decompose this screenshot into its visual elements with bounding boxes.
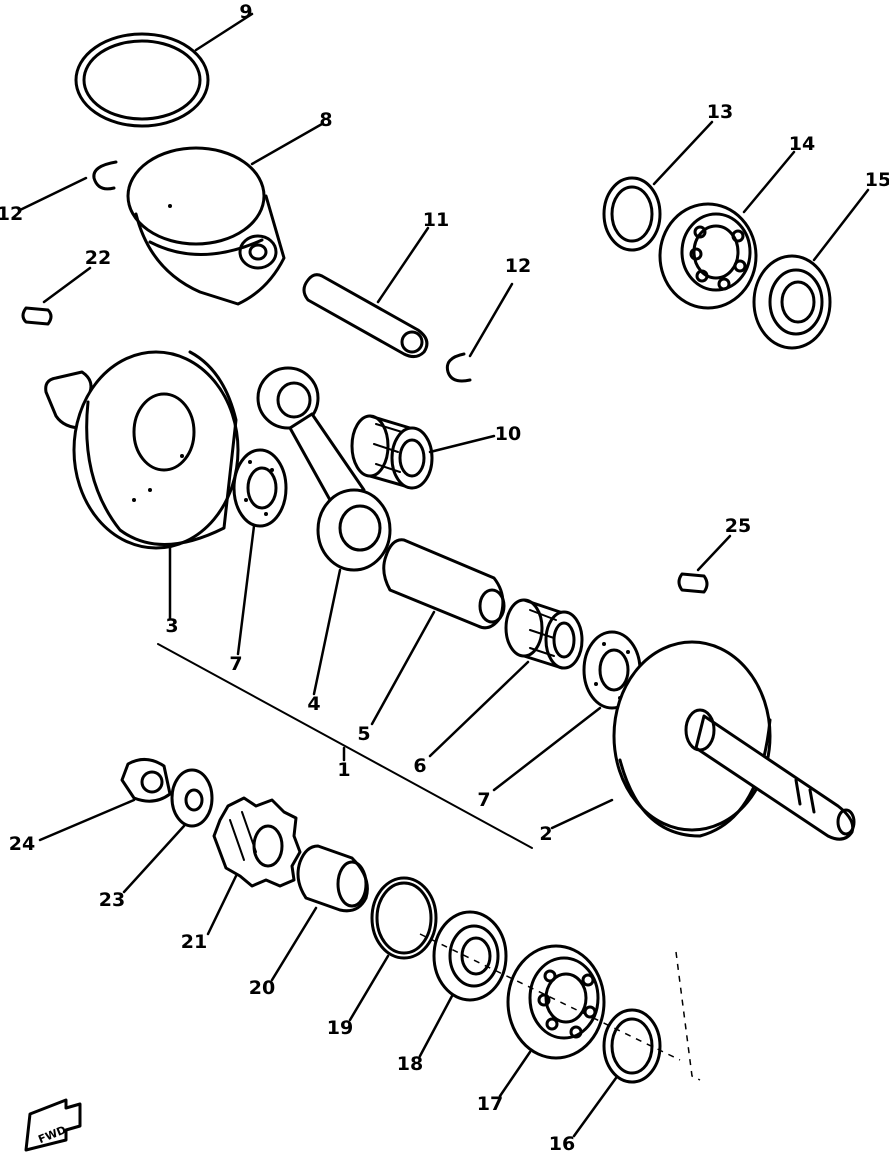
leader-13	[652, 120, 714, 186]
axis-line	[419, 933, 681, 1061]
callout-c3: 3	[165, 615, 178, 637]
crank-pin-part	[382, 538, 506, 630]
leader-16	[572, 1076, 618, 1138]
callout-c1: 1	[337, 759, 350, 781]
callout-c24: 24	[9, 833, 35, 855]
main-bearing-right-part	[658, 202, 758, 310]
callout-c12b: 12	[505, 255, 531, 277]
crank-wheel-right-part	[612, 640, 856, 841]
callout-c23: 23	[99, 889, 125, 911]
callout-c4: 4	[307, 693, 320, 715]
callout-c17: 17	[477, 1093, 503, 1115]
leader-19	[348, 954, 390, 1022]
case-outline	[675, 951, 701, 1081]
callout-c22: 22	[85, 247, 111, 269]
callout-c15: 15	[865, 169, 889, 191]
leader-21	[206, 874, 238, 936]
callout-c20: 20	[249, 977, 275, 999]
woodruff-key-part	[21, 306, 53, 326]
callout-c11: 11	[423, 209, 449, 231]
leader-7b	[492, 706, 602, 792]
leader-10	[428, 434, 496, 454]
callout-c9: 9	[239, 1, 252, 23]
leader-6	[428, 660, 530, 758]
big-end-bearing-part	[504, 598, 584, 670]
thrust-washer-left-part	[232, 448, 288, 528]
forward-arrow-icon: FWD	[24, 1098, 82, 1152]
piston-part	[126, 146, 286, 306]
callout-c6: 6	[413, 755, 426, 777]
callout-c7a: 7	[229, 653, 242, 675]
callout-c8: 8	[319, 109, 332, 131]
crank-key-part	[677, 572, 709, 594]
callout-c18: 18	[397, 1053, 423, 1075]
callout-c13: 13	[707, 101, 733, 123]
oil-seal-right-part	[752, 254, 832, 350]
callout-c2: 2	[539, 823, 552, 845]
callout-c5: 5	[357, 723, 370, 745]
leader-2	[550, 798, 614, 830]
circlip-right-part	[445, 352, 472, 383]
callout-c10: 10	[495, 423, 521, 445]
callout-c25: 25	[725, 515, 751, 537]
leader-9	[194, 12, 254, 52]
callout-c14: 14	[789, 133, 815, 155]
leader-25	[696, 534, 732, 572]
leader-20	[270, 906, 318, 982]
nut-part	[120, 758, 172, 803]
callout-c7b: 7	[477, 789, 490, 811]
small-end-bearing-part	[350, 414, 434, 490]
leader-18	[418, 994, 454, 1058]
piston-ring-part	[74, 32, 210, 128]
leader-14	[742, 150, 796, 214]
leader-11	[376, 226, 430, 304]
circlip-left-part	[92, 160, 118, 191]
callout-c19: 19	[327, 1017, 353, 1039]
snap-ring-part	[370, 876, 438, 960]
leader-12a	[18, 176, 88, 212]
oil-seal-left-part	[432, 910, 508, 1002]
main-bearing-left-part	[506, 944, 606, 1060]
callout-c21: 21	[181, 931, 207, 953]
leader-7a	[236, 524, 256, 656]
leader-15	[812, 188, 870, 262]
collar-part	[296, 844, 369, 913]
leader-22	[42, 266, 92, 304]
primary-drive-gear-part	[212, 796, 302, 888]
leader-17	[498, 1050, 532, 1098]
leader-23	[122, 824, 186, 894]
callout-c16: 16	[549, 1133, 575, 1152]
piston-pin-part	[302, 273, 429, 359]
callout-c12a: 12	[0, 203, 23, 225]
leader-12b	[468, 282, 514, 358]
shim-washer-part	[602, 176, 662, 252]
leader-4	[312, 568, 342, 696]
crank-wheel-left-part	[44, 350, 240, 550]
leader-24	[38, 798, 136, 842]
leader-5	[370, 610, 436, 726]
leader-8	[250, 122, 324, 166]
lock-washer-part	[170, 768, 214, 828]
crankshaft-assembly-bracket	[157, 643, 533, 849]
connecting-rod-part	[256, 366, 392, 572]
